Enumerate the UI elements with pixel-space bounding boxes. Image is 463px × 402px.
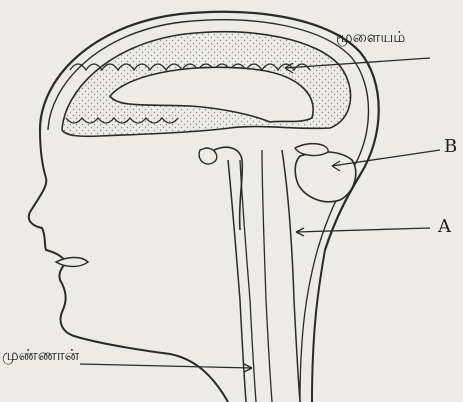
label-brain: மூளையம் (336, 28, 405, 48)
arrow-a (296, 228, 430, 232)
pituitary (199, 148, 217, 164)
cerebellum-lobe (295, 144, 328, 156)
brainstem (214, 147, 242, 230)
label-a: A (438, 216, 451, 237)
neck-outline (312, 250, 325, 402)
spinal-cord-inner-right (262, 150, 272, 402)
arrow-spinal-cord (80, 364, 252, 368)
label-spinal-cord: முண்ணான் (2, 346, 79, 366)
spinal-cord-right (282, 150, 300, 402)
label-b: B (444, 136, 457, 157)
cerebellum (295, 152, 356, 202)
spinal-cord-left (228, 160, 246, 402)
lips (56, 258, 88, 267)
